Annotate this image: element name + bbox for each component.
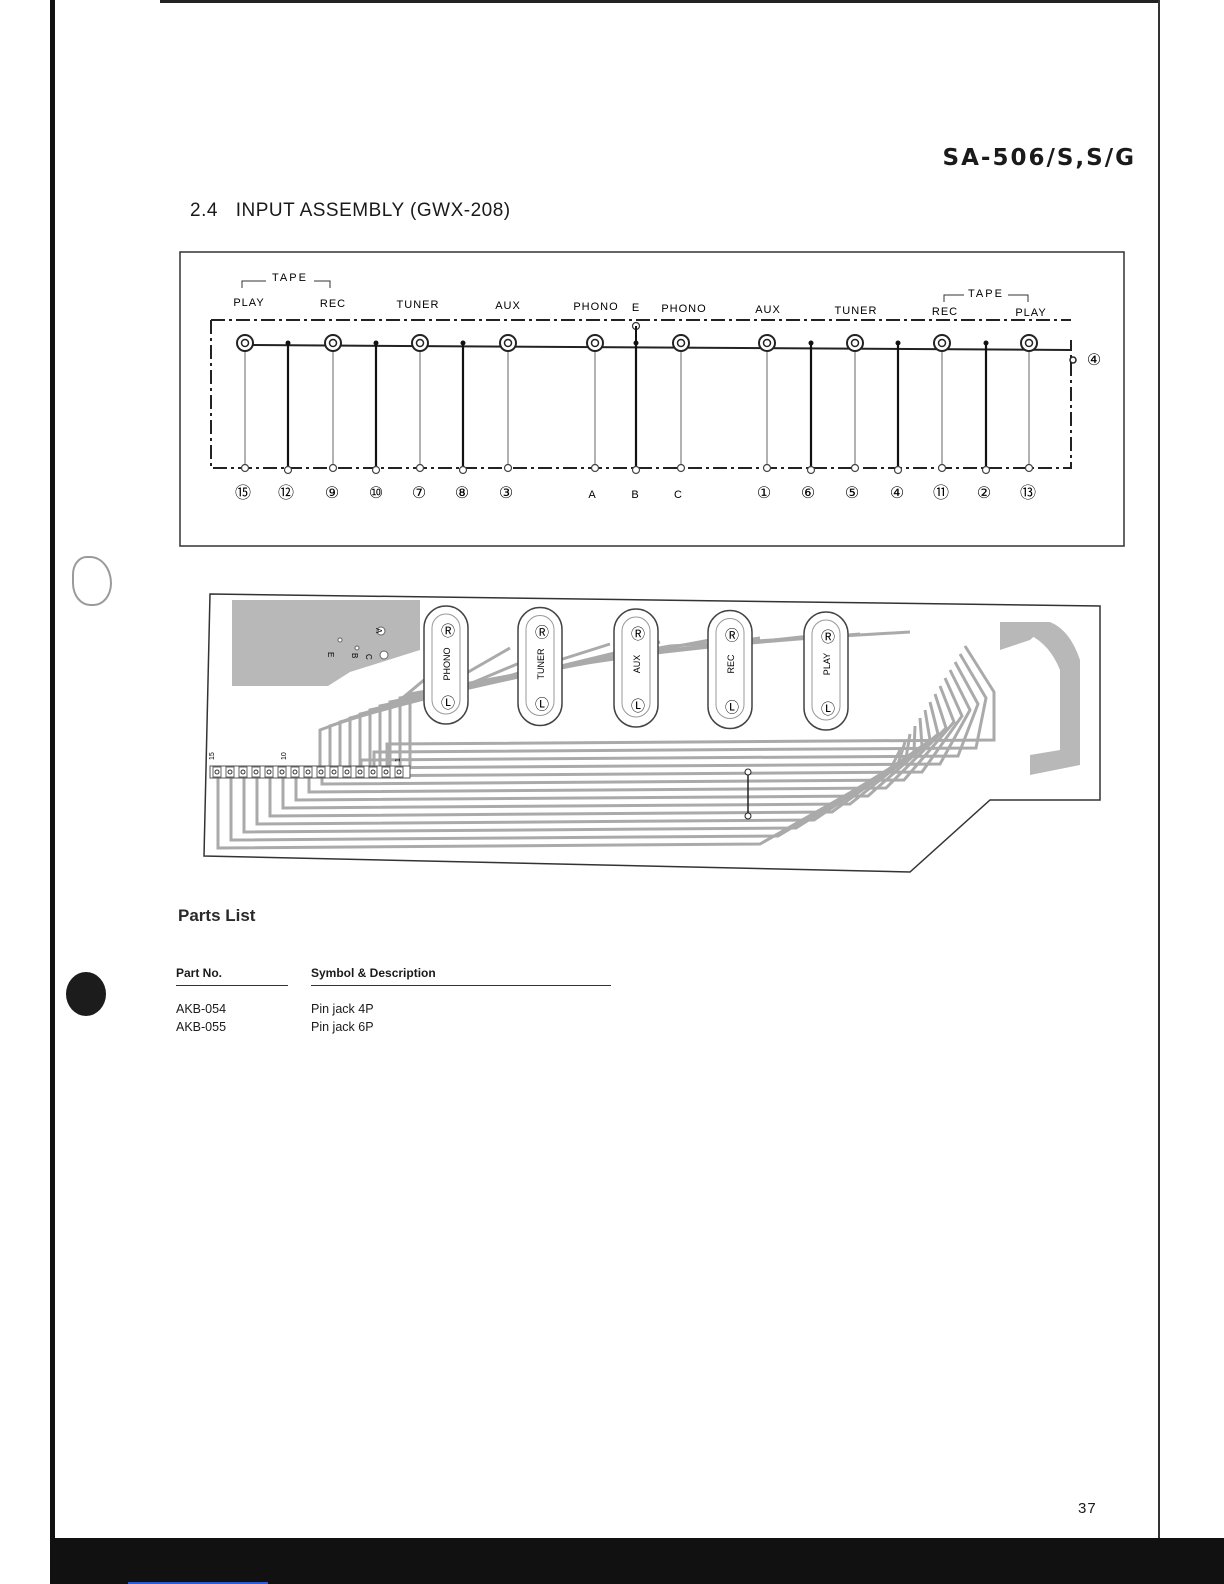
page-edge-right: [1158, 0, 1160, 1540]
ground-label-c: C: [364, 654, 373, 660]
connector-pins: [213, 767, 403, 777]
jack-name: REC: [726, 654, 736, 674]
column-header-description: Symbol & Description: [311, 966, 611, 986]
pcb-jack-rec: Ⓡ REC Ⓛ: [708, 611, 752, 729]
jack-r-label: Ⓡ: [535, 625, 549, 641]
schematic-label: PHONO: [573, 301, 618, 313]
pin-label: B: [631, 489, 638, 501]
connector-label-15: 15: [209, 752, 216, 760]
pin-label: ⑫: [278, 484, 294, 502]
part-description: Pin jack 6P: [311, 1020, 611, 1034]
ground-label-e: E: [326, 652, 335, 657]
pin-label: ②: [977, 485, 991, 502]
pcb-jack-phono: Ⓡ PHONO Ⓛ: [424, 606, 468, 724]
model-number: SA-506/S,S/G: [908, 145, 1136, 171]
part-number: AKB-054: [176, 1002, 296, 1016]
pin-label: ⑤: [845, 485, 859, 502]
jack-r-label: Ⓡ: [725, 628, 739, 644]
page-edge-bottom: [50, 1538, 1224, 1584]
scan-smudge: [66, 972, 106, 1016]
pin-label: A: [588, 489, 596, 501]
pcb-jack-aux: Ⓡ AUX Ⓛ: [614, 609, 658, 727]
schematic-label: REC: [932, 306, 958, 318]
jack-name: PLAY: [822, 653, 832, 675]
pin-label: ⑦: [412, 485, 426, 502]
section-title: 2.4 INPUT ASSEMBLY (GWX-208): [190, 200, 511, 222]
pin-label: ⑪: [933, 484, 949, 502]
connector-label-1: 1: [395, 758, 402, 762]
schematic-label: PHONO: [661, 303, 706, 315]
section-heading: INPUT ASSEMBLY (GWX-208): [236, 200, 511, 221]
pin-label: ④: [890, 485, 904, 502]
jack-name: PHONO: [442, 647, 452, 680]
schematic-label: TUNER: [835, 305, 878, 317]
jack-name: TUNER: [536, 648, 546, 679]
connector-label-10: 10: [281, 752, 288, 760]
schematic-label: AUX: [755, 304, 781, 316]
page-edge-top: [160, 0, 1160, 3]
input-schematic: TAPE TAPE PLAY REC TUNER AUX PHONO E PHONO AUX T…: [178, 250, 1126, 548]
pcb-layout: Ⓡ PHONO Ⓛ Ⓡ TUNER Ⓛ Ⓡ AUX Ⓛ Ⓡ REC Ⓛ Ⓡ PLAY Ⓛ E B C A 1…: [200, 590, 1102, 878]
jack-r-label: Ⓡ: [441, 623, 455, 639]
jack-l-label: Ⓛ: [631, 698, 645, 714]
section-number: 2.4: [190, 200, 218, 221]
right-pin-label: ④: [1087, 352, 1101, 369]
pin-label: ⑬: [1020, 484, 1036, 502]
pcb-jack-tuner: Ⓡ TUNER Ⓛ: [518, 608, 562, 726]
schematic-label: TUNER: [397, 299, 440, 311]
pcb-jacks: Ⓡ PHONO Ⓛ Ⓡ TUNER Ⓛ Ⓡ AUX Ⓛ Ⓡ REC Ⓛ Ⓡ PLAY Ⓛ: [424, 606, 848, 730]
jack-l-label: Ⓛ: [535, 697, 549, 713]
jack-r-label: Ⓡ: [821, 629, 835, 645]
top-labels: PLAY REC TUNER AUX PHONO E PHONO AUX TUNER REC PLA…: [233, 297, 1046, 319]
pin-label: ⑩: [369, 485, 383, 502]
parts-list-title: Parts List: [178, 906, 255, 926]
schematic-label: E: [632, 302, 640, 314]
pin-label: ⑧: [455, 485, 469, 502]
pcb-jack-play: Ⓡ PLAY Ⓛ: [804, 612, 848, 730]
pin-labels: ⑮ ⑫ ⑨ ⑩ ⑦ ⑧ ③ A B C ① ⑥ ⑤ ④ ⑪ ② ⑬: [235, 484, 1036, 502]
pin-label: ⑥: [801, 485, 815, 502]
page-number: 37: [1078, 1500, 1097, 1517]
pin-label: ①: [757, 485, 771, 502]
pin-label: ⑮: [235, 484, 251, 502]
jack-l-label: Ⓛ: [441, 695, 455, 711]
schematic-label: PLAY: [233, 297, 264, 309]
pin-label: ⑨: [325, 485, 339, 502]
jack-r-label: Ⓡ: [631, 626, 645, 642]
part-number: AKB-055: [176, 1020, 296, 1034]
tape-label-left: TAPE: [272, 272, 308, 284]
scan-smudge: [72, 556, 112, 606]
schematic-label: AUX: [495, 300, 521, 312]
jack-name: AUX: [632, 655, 642, 674]
column-header-part-no: Part No.: [176, 966, 288, 986]
pin-label: C: [674, 489, 682, 501]
pin-label: ③: [499, 485, 513, 502]
schematic-label: REC: [320, 298, 346, 310]
part-description: Pin jack 4P: [311, 1002, 611, 1016]
schematic-label: PLAY: [1015, 307, 1046, 319]
page-edge-left: [50, 0, 55, 1584]
jack-l-label: Ⓛ: [821, 701, 835, 717]
ground-label-b: B: [350, 653, 359, 658]
tape-label-right: TAPE: [968, 288, 1004, 300]
jack-l-label: Ⓛ: [725, 700, 739, 716]
ground-label-a: A: [374, 628, 383, 634]
